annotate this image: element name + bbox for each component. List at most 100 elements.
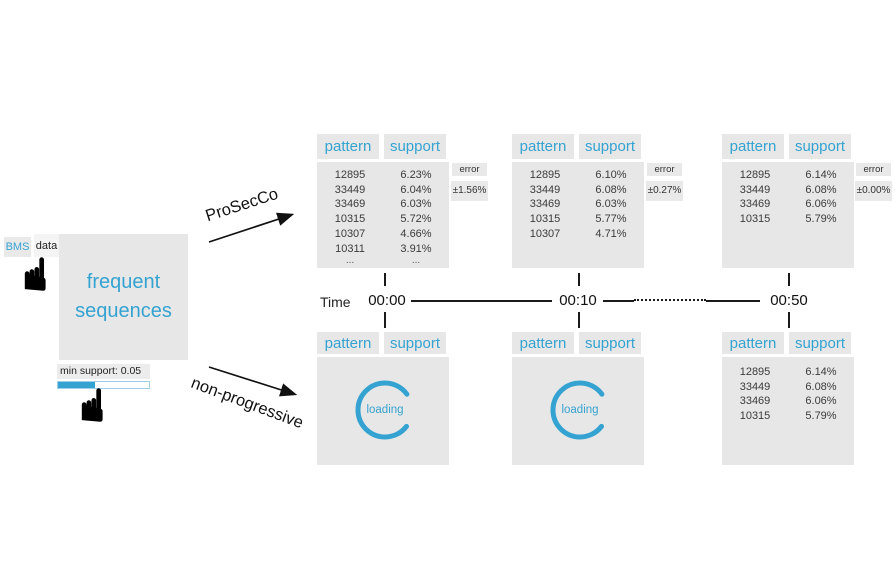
frequent-sequences-line1: frequent <box>86 271 161 293</box>
table-cell: 6.04% <box>400 183 432 196</box>
table-row: 12895 6.10% <box>512 168 644 183</box>
table-row: 10315 5.77% <box>512 212 644 227</box>
support-column-header: support <box>789 332 851 354</box>
table-cell: 12895 <box>739 366 771 378</box>
support-column-header: support <box>384 134 446 159</box>
table-cell: 33469 <box>739 395 771 408</box>
error-badge-2: error ±0.27% <box>646 163 683 201</box>
timeline-time-2: 00:50 <box>770 292 808 309</box>
table-cell: 5.72% <box>400 213 432 226</box>
frequent-sequences-box: frequent sequences <box>59 234 188 360</box>
table-cell: 12895 <box>334 169 366 181</box>
table-cell: 6.06% <box>805 198 837 211</box>
table-cell: 12895 <box>529 169 561 181</box>
bms-dataset-chip[interactable]: BMS <box>4 237 31 257</box>
min-support-slider-fill <box>58 382 96 388</box>
error-badge-title: error <box>452 163 487 176</box>
support-column-header: support <box>579 332 641 354</box>
table-cell: 5.79% <box>805 213 837 226</box>
table-row: 10315 5.79% <box>722 212 854 227</box>
error-badge-value: ±1.56% <box>451 181 488 201</box>
error-badge-value: ±0.27% <box>646 181 683 201</box>
table-rows: 12895 6.14% 33449 6.08% 33469 6.06% 10315 5.79% <box>722 162 854 227</box>
nonprogressive-arrow-label: non-progressive <box>188 373 306 433</box>
table-row: ...... <box>317 256 449 266</box>
table-cell: 6.03% <box>400 198 432 211</box>
table-cell: ... <box>345 255 355 267</box>
table-cell: 10315 <box>529 213 561 226</box>
table-row: 12895 6.23% <box>317 168 449 183</box>
timeline-connector-tick <box>578 273 580 286</box>
data-dataset-chip[interactable]: data <box>34 234 59 257</box>
table-row: 12895 6.14% <box>722 365 854 380</box>
hand-pointer-icon: ☚ <box>65 384 120 426</box>
timeline-time-0: 00:00 <box>368 292 406 309</box>
table-cell: 5.77% <box>595 213 627 226</box>
timeline-segment <box>411 300 552 302</box>
min-support-slider[interactable] <box>57 381 150 389</box>
loading-label: loading <box>366 404 404 416</box>
table-cell: 6.23% <box>400 169 432 181</box>
table-row: 33469 6.06% <box>722 394 854 409</box>
table-row: 33469 6.06% <box>722 197 854 212</box>
table-cell: 3.91% <box>400 242 432 255</box>
nonprogressive-table-2: pattern support <box>512 332 644 465</box>
table-cell: 12895 <box>739 169 771 181</box>
pattern-column-header: pattern <box>512 134 574 159</box>
table-cell: 33469 <box>529 198 561 211</box>
prosecco-arrow-label: ProSecCo <box>203 184 281 226</box>
error-badge-3: error ±0.00% <box>855 163 892 201</box>
table-cell: 6.03% <box>595 198 627 211</box>
table-cell: 33469 <box>334 198 366 211</box>
table-cell: 33449 <box>529 183 561 196</box>
min-support-label: min support: 0.05 <box>57 364 150 379</box>
table-cell: 33449 <box>739 183 771 196</box>
table-cell: 6.08% <box>595 183 627 196</box>
spinner-arc-icon <box>550 380 610 440</box>
timeline-connector-tick <box>384 312 386 328</box>
loading-spinner: loading <box>353 378 417 442</box>
table-cell: 10315 <box>739 213 771 226</box>
timeline-time-1: 00:10 <box>559 292 597 309</box>
spinner-arc-icon <box>355 380 415 440</box>
table-row: 33469 6.03% <box>512 197 644 212</box>
timeline-connector-tick <box>788 273 790 286</box>
timeline-connector-tick <box>578 312 580 328</box>
table-row: 33449 6.08% <box>512 183 644 198</box>
table-cell: 6.10% <box>595 169 627 181</box>
table-cell: 33469 <box>739 198 771 211</box>
table-cell: 6.14% <box>805 366 837 378</box>
pattern-column-header: pattern <box>317 332 379 354</box>
table-cell: 6.08% <box>805 183 837 196</box>
table-cell: 5.79% <box>805 410 837 423</box>
error-badge-title: error <box>647 163 682 176</box>
timeline-dotted-segment <box>634 299 706 301</box>
table-row: 10315 5.79% <box>722 409 854 424</box>
timeline-connector-tick <box>384 273 386 286</box>
error-badge-1: error ±1.56% <box>451 163 488 201</box>
table-cell: 6.06% <box>805 395 837 408</box>
table-row: 33449 6.08% <box>722 183 854 198</box>
loading-label: loading <box>561 404 599 416</box>
table-cell: 10315 <box>334 213 366 226</box>
table-cell: 10315 <box>739 410 771 423</box>
table-cell: 4.71% <box>595 227 627 240</box>
table-cell: 6.14% <box>805 169 837 181</box>
table-cell: 10307 <box>334 227 366 240</box>
table-row: 10315 5.72% <box>317 212 449 227</box>
pattern-column-header: pattern <box>722 332 784 354</box>
support-column-header: support <box>579 134 641 159</box>
loading-spinner: loading <box>548 378 612 442</box>
pattern-column-header: pattern <box>317 134 379 159</box>
frequent-sequences-line2: sequences <box>75 300 172 322</box>
